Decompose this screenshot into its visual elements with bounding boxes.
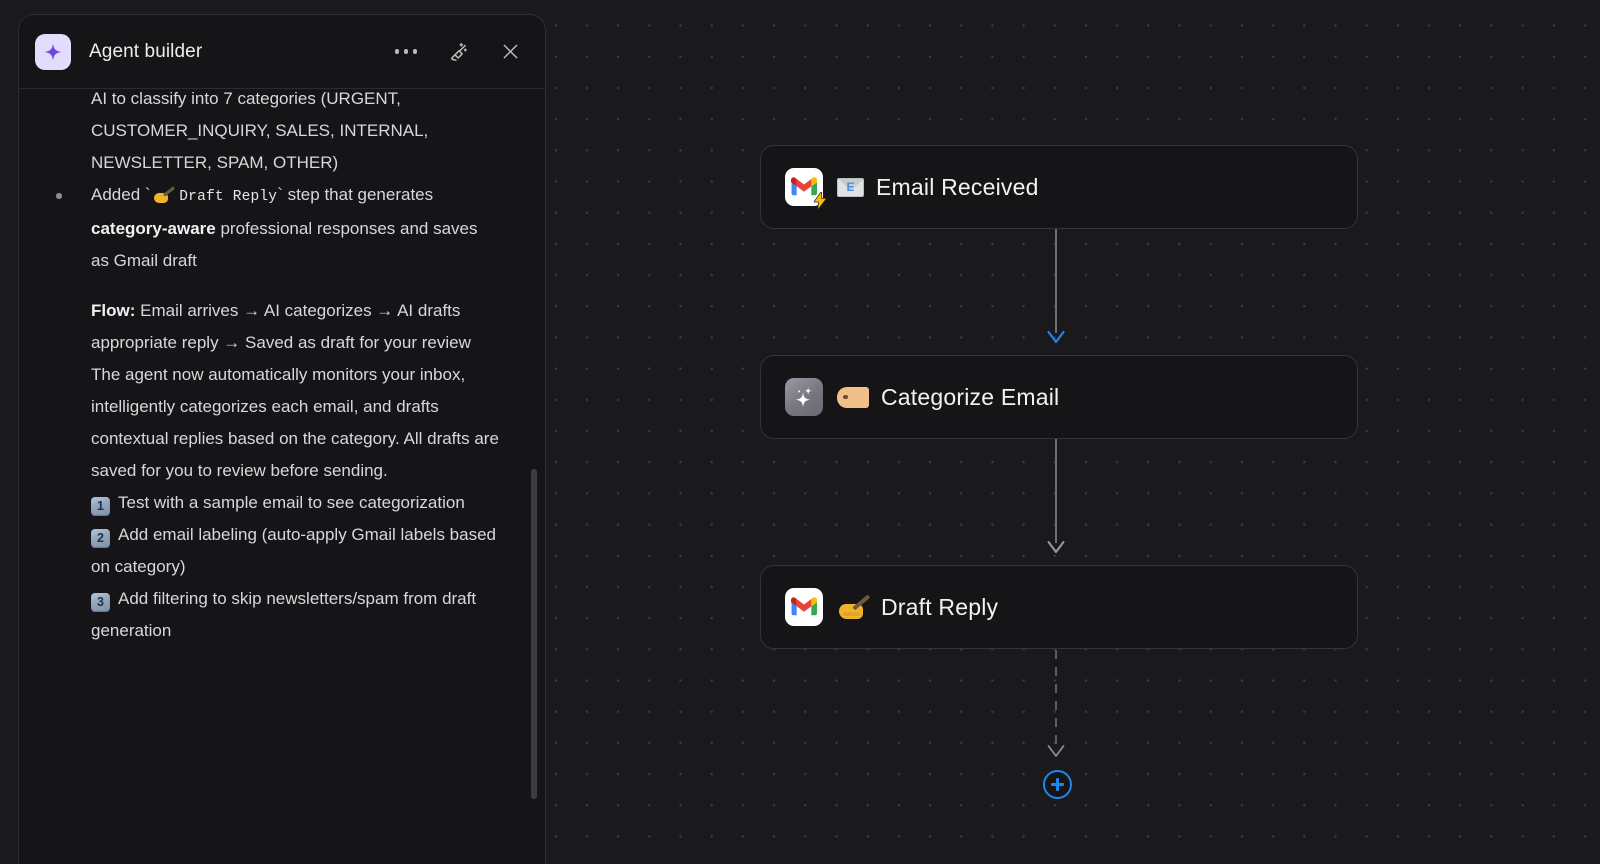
connector-arrow-3 <box>1047 745 1065 757</box>
flow-text: Email arrives → AI categorizes → AI draf… <box>91 301 471 352</box>
next-steps-list: 1 Test with a sample email to see categor… <box>91 487 499 647</box>
list-item: 1 Test with a sample email to see categor… <box>91 487 499 519</box>
flow-node-email-received[interactable]: E Email Received <box>760 145 1358 229</box>
bullet-tail: professional responses and saves as Gmai… <box>91 219 478 270</box>
connector-line-1 <box>1055 229 1057 333</box>
panel-scrollbar[interactable] <box>530 89 537 864</box>
bullet-middle: ` step that generates <box>277 185 434 204</box>
list-item: Added ` Draft Reply` step that generates… <box>56 179 499 277</box>
gmail-icon <box>785 588 823 626</box>
agent-summary-content: AI to classify into 7 categories (URGENT… <box>19 89 545 647</box>
flow-paragraph: Flow: Email arrives → AI categorizes → A… <box>91 295 499 359</box>
incoming-envelope-emoji: E <box>837 177 864 197</box>
step-text: Add filtering to skip newsletters/spam f… <box>91 589 477 640</box>
panel-scroll-body[interactable]: AI to classify into 7 categories (URGENT… <box>19 89 545 864</box>
ai-sparkle-icon <box>785 378 823 416</box>
panel-header-actions <box>393 39 523 65</box>
scrollbar-thumb[interactable] <box>531 469 537 799</box>
bullet-prefix: Added ` <box>91 185 151 204</box>
flow-node-draft-reply[interactable]: Draft Reply <box>760 565 1358 649</box>
sparkle-icon <box>35 33 71 70</box>
lightning-badge-icon <box>813 192 827 209</box>
gmail-icon <box>785 168 827 209</box>
code-chip-draft-reply: Draft Reply <box>179 189 278 205</box>
node-label: Categorize Email <box>881 383 1060 410</box>
add-step-button[interactable] <box>1043 770 1072 799</box>
writing-hand-emoji <box>837 594 871 620</box>
close-icon[interactable] <box>497 39 523 65</box>
node-label: Email Received <box>876 173 1039 200</box>
connector-arrow-1 <box>1047 330 1065 344</box>
connector-line-dashed <box>1055 650 1057 746</box>
panel-header: Agent builder <box>19 15 545 89</box>
step-number-badge: 1 <box>91 497 110 516</box>
node-label: Draft Reply <box>881 593 999 620</box>
flow-label: Flow: <box>91 301 136 320</box>
panel-title: Agent builder <box>89 40 203 62</box>
step-number-badge: 3 <box>91 593 110 612</box>
writing-hand-emoji <box>153 186 175 203</box>
step-number-badge: 2 <box>91 529 110 548</box>
step-text: Add email labeling (auto-apply Gmail lab… <box>91 525 496 576</box>
connector-arrow-2 <box>1047 541 1065 553</box>
label-tag-emoji <box>837 386 869 408</box>
flow-node-categorize-email[interactable]: Categorize Email <box>760 355 1358 439</box>
agent-builder-panel: Agent builder <box>18 14 546 864</box>
connector-line-2 <box>1055 439 1057 543</box>
bullet-continuation-text: AI to classify into 7 categories (URGENT… <box>91 89 429 172</box>
summary-paragraph: The agent now automatically monitors you… <box>91 365 499 480</box>
magic-broom-icon[interactable] <box>445 39 471 65</box>
bold-category-aware: category-aware <box>91 219 216 238</box>
step-text: Test with a sample email to see categori… <box>118 493 465 512</box>
ellipsis-icon[interactable] <box>393 39 419 65</box>
